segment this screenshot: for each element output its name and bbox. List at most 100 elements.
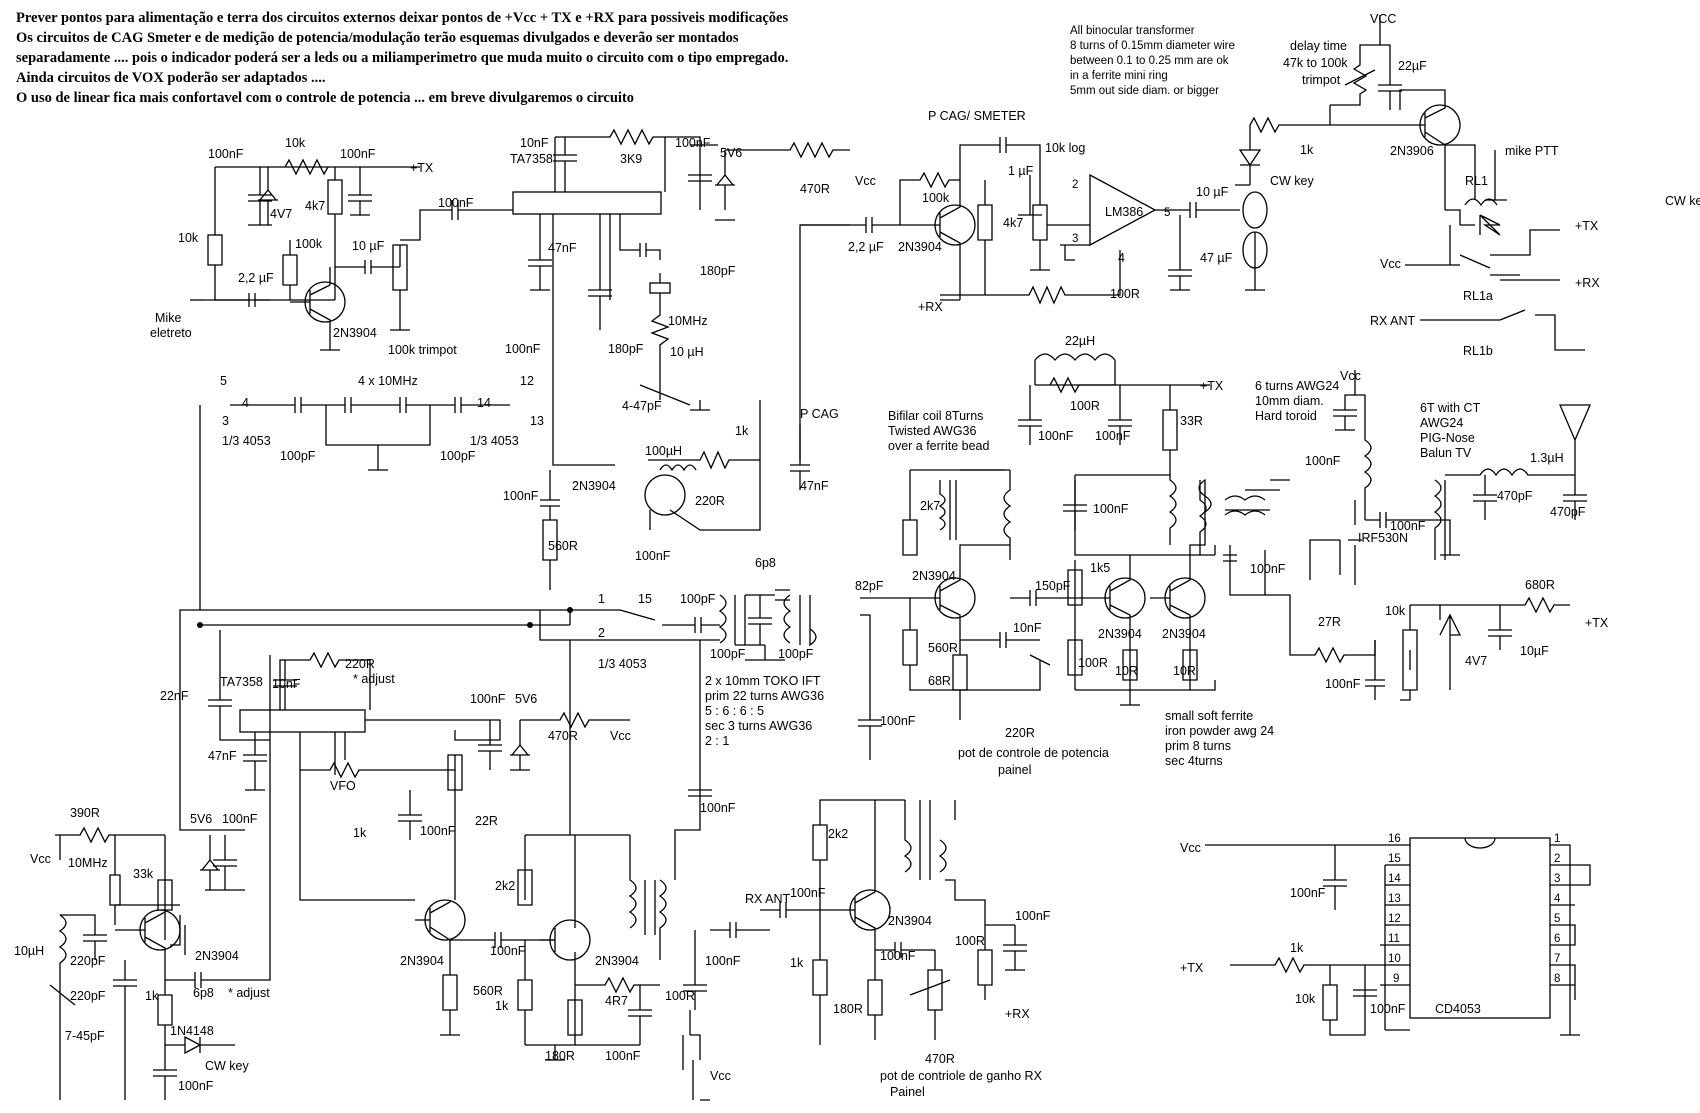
relay-coil (1464, 198, 1498, 207)
lbl-10uF-c: 10µF (1520, 644, 1549, 658)
lbl-1k-d: 1k (353, 826, 367, 840)
transformer-note-5: 5mm out side diam. or bigger (1070, 85, 1219, 97)
lbl-cwkey-c: CW key (205, 1059, 250, 1073)
lbl-150p: 150pF (1035, 579, 1071, 593)
lbl-1k5: 1k5 (1090, 561, 1110, 575)
lbl-10klog: 10k log (1045, 141, 1085, 155)
lbl-c100n-bb: 100nF (1370, 1002, 1406, 1016)
lbl-rx-a: +RX (918, 300, 943, 314)
lbl-pcag-smeter: P CAG/ SMETER (928, 109, 1026, 123)
lbl-2n3904-c: 2N3904 (898, 240, 942, 254)
lbl-10mhz-a: 10MHz (668, 314, 708, 328)
lbl-pin13: 13 (530, 414, 544, 428)
lbl-rxant-a: RX ANT (1370, 314, 1416, 328)
lbl-2u2-b: 2,2 µF (848, 240, 884, 254)
lbl-180r-a: 180R (545, 1049, 575, 1063)
note-line-1: Prever pontos para alimentação e terra d… (16, 10, 789, 26)
lbl-potpot1: pot de controle de potencia (958, 746, 1109, 760)
lbl-cd-15: 15 (1388, 853, 1401, 865)
lbl-cd-2: 2 (1554, 853, 1560, 865)
lbl-10mhz-b: 10MHz (68, 856, 108, 870)
lbl-tx-a: +TX (410, 161, 434, 175)
lbl-470-a: 470R (800, 182, 830, 196)
lbl-10u-b: 10 µF (1196, 185, 1229, 199)
lbl-pin12: 12 (520, 374, 534, 388)
lbl-470-c: 470R (925, 1052, 955, 1066)
transformer-note-1: All binocular transformer (1070, 25, 1195, 37)
lbl-2k2-b: 2k2 (828, 827, 848, 841)
lbl-vcc-d: Vcc (1340, 369, 1361, 383)
lbl-c100n-h: 100nF (1038, 429, 1074, 443)
transformer-note-2: 8 turns of 0.15mm diameter wire (1070, 40, 1235, 52)
lbl-bifilar3: over a ferrite bead (888, 439, 989, 453)
lbl-xtal4: 4 x 10MHz (358, 374, 418, 388)
lbl-c100n-g: 100nF (635, 549, 671, 563)
lbl-ferrite3: prim 8 turns (1165, 739, 1231, 753)
lbl-c100n-r: 100nF (178, 1079, 214, 1093)
lbl-c100n-j: 100nF (1093, 502, 1129, 516)
lbl-100r-e: 100R (955, 934, 985, 948)
lbl-lm-2: 2 (1072, 179, 1078, 191)
lbl-33r: 33R (1180, 414, 1203, 428)
lbl-cd4053: CD4053 (1435, 1002, 1481, 1016)
tx-rx-stages: 1k 100nF 22R 2N3904 560R 100nF 1k 2k2 2N… (299, 640, 770, 1101)
lbl-6p8-a: 6p8 (755, 556, 776, 570)
cap-2u2 (205, 293, 270, 307)
lbl-toko5: 2 : 1 (705, 734, 729, 748)
interconnect (179, 224, 1216, 831)
lbl-pin14: 14 (477, 396, 491, 410)
lbl-82p: 82pF (855, 579, 884, 593)
lbl-100p-d: 100pF (710, 647, 746, 661)
lbl-lm-5: 5 (1164, 207, 1170, 219)
lbl-cd-3: 3 (1554, 873, 1560, 885)
lbl-1k-a: 1k (735, 424, 749, 438)
lbl-toroid3: Hard toroid (1255, 409, 1317, 423)
lbl-2n3906: 2N3906 (1390, 144, 1434, 158)
lbl-toko1: 2 x 10mm TOKO IFT (705, 674, 821, 688)
lbl-pin3: 3 (222, 414, 229, 428)
lbl-c100n-b: 100nF (340, 147, 376, 161)
lbl-180r-b: 180R (833, 1002, 863, 1016)
lbl-delay2: 47k to 100k (1283, 56, 1348, 70)
cap-100nf-left (248, 167, 272, 226)
lbl-10r-a: 10R (1115, 664, 1138, 678)
lbl-100p-e: 100pF (778, 647, 814, 661)
lbl-vcc-b: VCC (1370, 12, 1396, 26)
transistor-2n3904-vfo (139, 909, 181, 951)
lbl-bifilar1: Bifilar coil 8Turns (888, 409, 983, 423)
lbl-ta7358-top: TA7358 (510, 152, 553, 166)
lbl-220-b: 220R (1005, 726, 1035, 740)
note-line-2: Os circuitos de CAG Smeter e de medição … (16, 30, 739, 46)
lbl-c100n-s: 100nF (420, 824, 456, 838)
lbl-cd-7: 7 (1554, 953, 1560, 965)
lbl-220r-c: 220R (345, 657, 375, 671)
lbl-680r: 680R (1525, 578, 1555, 592)
lbl-c100n-n: 100nF (1325, 677, 1361, 691)
lbl-c100n-d: 100nF (438, 196, 474, 210)
lbl-cd-4: 4 (1554, 893, 1561, 905)
lbl-c100n-l: 100nF (1390, 519, 1426, 533)
power-amp: 22µH 100R 100nF 100nF 33R +TX Bifilar co… (855, 334, 1290, 777)
lbl-pin4: 4 (242, 396, 249, 410)
lbl-4053-a: 1/3 4053 (222, 434, 271, 448)
lbl-c100n-z: 100nF (1015, 909, 1051, 923)
lbl-2n3904-d: 2N3904 (912, 569, 956, 583)
agc-amp: 2N3904 100µH 1k 220R P CAG 47nF 100nF 56… (503, 214, 839, 590)
lbl-745p: 7-45pF (65, 1029, 105, 1043)
lbl-100r-d: 100R (665, 989, 695, 1003)
lbl-4053-c: 1/3 4053 (598, 657, 647, 671)
lbl-10k-d: 10k (1295, 992, 1316, 1006)
lbl-100k-b: 100k (922, 191, 950, 205)
lbl-1k-b: 1k (1300, 143, 1314, 157)
lbl-vfo: VFO (330, 779, 356, 793)
lbl-adjust-a: * adjust (353, 672, 395, 686)
lbl-47n-c: 47nF (208, 749, 237, 763)
lbl-1k-c: 1k (145, 989, 159, 1003)
lbl-10u-a: 10 µF (352, 239, 385, 253)
mic-preamp: 100nF 10k 100nF +TX 10k 4V7 4k7 100k 10 … (150, 136, 457, 357)
lbl-rxant-b: RX ANT (745, 892, 791, 906)
lbl-4k7-b: 4k7 (1003, 216, 1023, 230)
lbl-c100n-k: 100nF (1305, 454, 1341, 468)
lbl-c100n-m: 100nF (1250, 562, 1286, 576)
lbl-tx-d: +TX (1585, 616, 1609, 630)
